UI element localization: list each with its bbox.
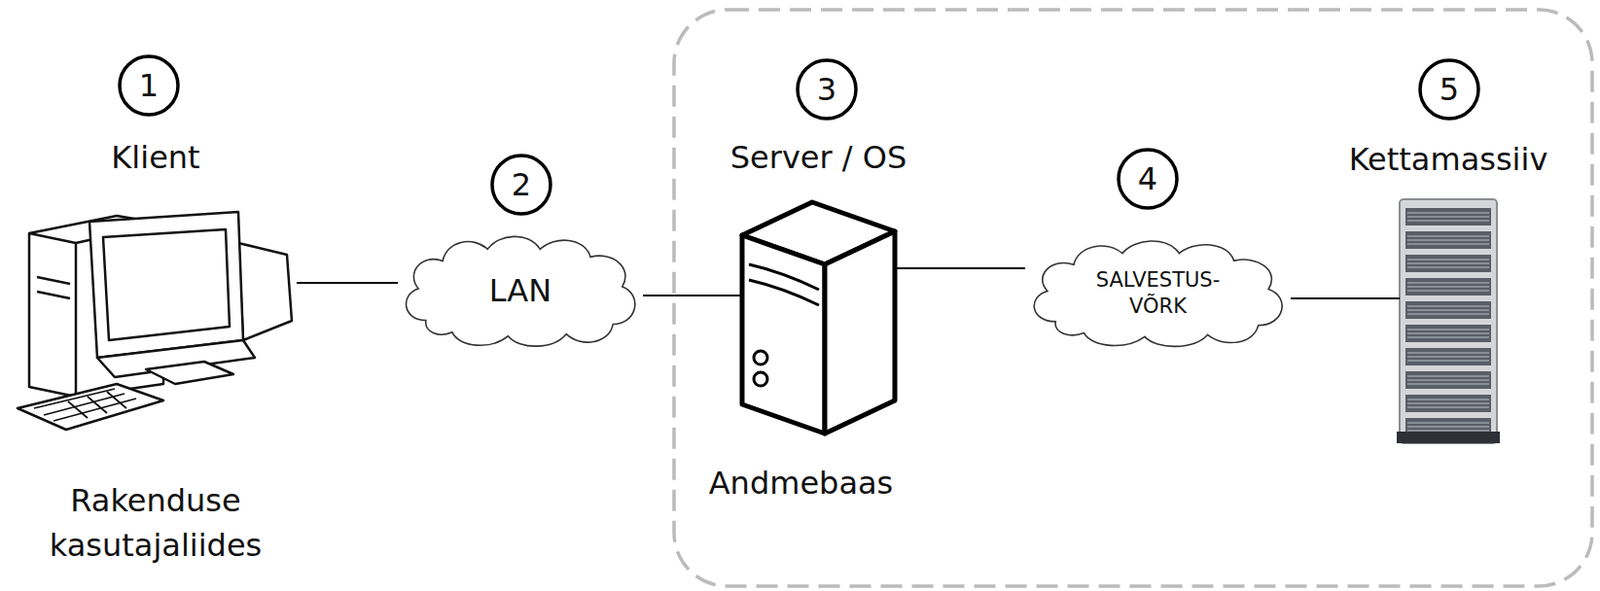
cloud-label: SALVESTUS- VÕRK (1085, 267, 1232, 320)
callout-number: 4 (1118, 149, 1177, 209)
disk-array-icon (1396, 199, 1500, 444)
node-caption: Andmebaas (709, 461, 894, 506)
connector-line (894, 267, 1026, 270)
node-caption: Rakenduse kasutajaliides (9, 478, 302, 569)
connector-line (642, 294, 743, 297)
node-heading: Klient (110, 135, 200, 180)
connector-line (1290, 297, 1400, 300)
client-computer: KlientRakenduse kasutajaliides (14, 199, 297, 438)
cloud-outline (1025, 234, 1291, 353)
callout-number: 2 (492, 155, 551, 214)
server: Server / OSAndmebaas (742, 199, 895, 434)
server-icon (742, 202, 895, 434)
callout-circles (119, 56, 1479, 214)
callout-number: 3 (797, 60, 856, 119)
node-heading: Kettamassiiv (1349, 137, 1549, 182)
server-region (674, 9, 1593, 587)
storage-network-cloud: SALVESTUS- VÕRK (1025, 234, 1291, 353)
disk-array: Kettamassiiv (1399, 199, 1497, 444)
lan-cloud: LAN (397, 229, 643, 353)
cloud-text-holder: SALVESTUS- VÕRK (1025, 234, 1291, 353)
node-heading: Server / OS (730, 135, 908, 180)
cloud-label: LAN (489, 271, 552, 311)
callout-number: 1 (119, 56, 178, 115)
connector-line (296, 282, 398, 285)
callout-number: 5 (1420, 60, 1479, 119)
computer-icon (17, 212, 292, 430)
cloud-text-holder: LAN (397, 229, 643, 353)
